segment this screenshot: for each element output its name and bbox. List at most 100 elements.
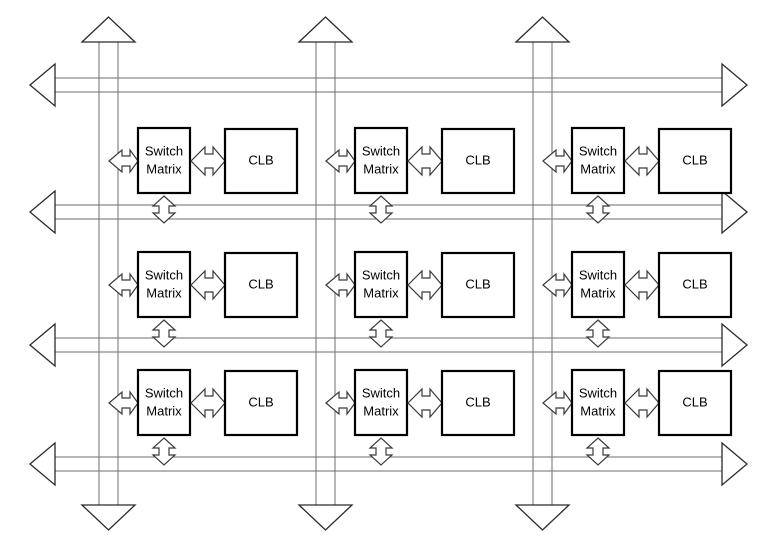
clb-label-r0c1: CLB bbox=[465, 152, 490, 167]
switch-matrix-label-line2-r0c0: Matrix bbox=[146, 161, 182, 176]
horizontal-bus-1 bbox=[28, 189, 749, 235]
tile-r1c1: Switch Matrix CLB bbox=[325, 250, 516, 348]
clb-label-r0c0: CLB bbox=[248, 152, 273, 167]
switch-matrix-label-line1-r2c2: Switch bbox=[579, 385, 617, 400]
tile-r2c2: Switch Matrix CLB bbox=[542, 368, 733, 466]
vertical-bus-2 bbox=[514, 16, 571, 531]
vertical-bus-0 bbox=[80, 16, 137, 531]
tile-r0c2: Switch Matrix CLB bbox=[542, 126, 733, 224]
tile-r0c1: Switch Matrix CLB bbox=[325, 126, 516, 224]
connector-vbus-to-switch-r1c0 bbox=[108, 272, 139, 298]
connector-switch-to-hbus-r1c2 bbox=[585, 319, 611, 348]
hbus-0-right-arrowhead bbox=[721, 62, 749, 108]
clb-box-r1c2[interactable] bbox=[657, 251, 733, 319]
connector-switch-to-hbus-r0c0 bbox=[151, 195, 177, 224]
clb-box-r1c0[interactable] bbox=[223, 251, 299, 319]
connector-vbus-to-switch-r0c2 bbox=[542, 148, 573, 174]
connector-switch-to-hbus-r2c1 bbox=[368, 437, 394, 466]
connector-vbus-to-switch-r2c0 bbox=[108, 390, 139, 416]
switch-matrix-box-r2c1[interactable] bbox=[353, 368, 409, 437]
switch-matrix-box-r0c1[interactable] bbox=[353, 126, 409, 195]
clb-box-r2c2[interactable] bbox=[657, 369, 733, 437]
tile-r2c1: Switch Matrix CLB bbox=[325, 368, 516, 466]
connector-switch-to-clb-r2c1 bbox=[407, 387, 443, 419]
switch-matrix-box-r2c2[interactable] bbox=[570, 368, 626, 437]
clb-label-r2c0: CLB bbox=[248, 394, 273, 409]
switch-matrix-label-line2-r1c2: Matrix bbox=[580, 285, 616, 300]
hbus-0-left-arrowhead bbox=[28, 62, 56, 108]
connector-vbus-to-switch-r2c1 bbox=[325, 390, 356, 416]
switch-matrix-box-r0c2[interactable] bbox=[570, 126, 626, 195]
connector-vbus-to-switch-r0c1 bbox=[325, 148, 356, 174]
switch-matrix-label-line2-r1c1: Matrix bbox=[363, 285, 399, 300]
switch-matrix-label-line1-r1c1: Switch bbox=[362, 267, 400, 282]
hbus-2-right-arrowhead bbox=[721, 322, 749, 368]
vbus-0-bottom-arrowhead bbox=[80, 504, 137, 531]
clb-box-r0c2[interactable] bbox=[657, 127, 733, 195]
hbus-3-right-arrowhead bbox=[721, 441, 749, 487]
horizontal-bus-3 bbox=[28, 441, 749, 487]
connector-switch-to-clb-r1c0 bbox=[190, 269, 226, 301]
vbus-0-top-arrowhead bbox=[80, 16, 137, 43]
connector-switch-to-clb-r1c2 bbox=[624, 269, 660, 301]
connector-switch-to-clb-r0c0 bbox=[190, 145, 226, 177]
clb-box-r1c1[interactable] bbox=[440, 251, 516, 319]
tile-r1c0: Switch Matrix CLB bbox=[108, 250, 299, 348]
clb-box-r2c1[interactable] bbox=[440, 369, 516, 437]
switch-matrix-label-line1-r0c0: Switch bbox=[145, 143, 183, 158]
tile-grid: Switch Matrix CLB Switch Matrix CLB bbox=[108, 126, 733, 466]
tile-r2c0: Switch Matrix CLB bbox=[108, 368, 299, 466]
switch-matrix-label-line1-r2c1: Switch bbox=[362, 385, 400, 400]
connector-switch-to-clb-r1c1 bbox=[407, 269, 443, 301]
tile-r1c2: Switch Matrix CLB bbox=[542, 250, 733, 348]
switch-matrix-label-line2-r0c1: Matrix bbox=[363, 161, 399, 176]
switch-matrix-label-line1-r1c2: Switch bbox=[579, 267, 617, 282]
connector-switch-to-hbus-r0c1 bbox=[368, 195, 394, 224]
connector-switch-to-hbus-r2c2 bbox=[585, 437, 611, 466]
hbus-1-left-arrowhead bbox=[28, 189, 56, 235]
vbus-1-top-arrowhead bbox=[297, 16, 354, 43]
horizontal-bus-0 bbox=[28, 62, 749, 108]
vbus-1-bottom-arrowhead bbox=[297, 504, 354, 531]
switch-matrix-label-line1-r0c1: Switch bbox=[362, 143, 400, 158]
clb-label-r1c2: CLB bbox=[682, 276, 707, 291]
connector-switch-to-hbus-r0c2 bbox=[585, 195, 611, 224]
clb-label-r0c2: CLB bbox=[682, 152, 707, 167]
switch-matrix-label-line1-r0c2: Switch bbox=[579, 143, 617, 158]
hbus-3-left-arrowhead bbox=[28, 441, 56, 487]
switch-matrix-box-r1c0[interactable] bbox=[136, 250, 192, 319]
clb-label-r1c1: CLB bbox=[465, 276, 490, 291]
switch-matrix-label-line2-r2c1: Matrix bbox=[363, 403, 399, 418]
connector-switch-to-hbus-r1c1 bbox=[368, 319, 394, 348]
vbus-2-bottom-arrowhead bbox=[514, 504, 571, 531]
vertical-bus-group bbox=[80, 16, 571, 531]
hbus-1-right-arrowhead bbox=[721, 189, 749, 235]
switch-matrix-label-line2-r2c2: Matrix bbox=[580, 403, 616, 418]
switch-matrix-label-line2-r1c0: Matrix bbox=[146, 285, 182, 300]
connector-vbus-to-switch-r1c1 bbox=[325, 272, 356, 298]
connector-switch-to-clb-r2c2 bbox=[624, 387, 660, 419]
connector-vbus-to-switch-r0c0 bbox=[108, 148, 139, 174]
connector-switch-to-clb-r2c0 bbox=[190, 387, 226, 419]
switch-matrix-box-r2c0[interactable] bbox=[136, 368, 192, 437]
clb-label-r2c2: CLB bbox=[682, 394, 707, 409]
connector-switch-to-clb-r0c2 bbox=[624, 145, 660, 177]
switch-matrix-box-r1c2[interactable] bbox=[570, 250, 626, 319]
connector-vbus-to-switch-r1c2 bbox=[542, 272, 573, 298]
switch-matrix-label-line1-r1c0: Switch bbox=[145, 267, 183, 282]
tile-r0c0: Switch Matrix CLB bbox=[108, 126, 299, 224]
connector-switch-to-hbus-r1c0 bbox=[151, 319, 177, 348]
connector-switch-to-hbus-r2c0 bbox=[151, 437, 177, 466]
clb-box-r0c0[interactable] bbox=[223, 127, 299, 195]
clb-label-r2c1: CLB bbox=[465, 394, 490, 409]
vertical-bus-1 bbox=[297, 16, 354, 531]
switch-matrix-label-line2-r0c2: Matrix bbox=[580, 161, 616, 176]
clb-box-r0c1[interactable] bbox=[440, 127, 516, 195]
clb-box-r2c0[interactable] bbox=[223, 369, 299, 437]
switch-matrix-label-line2-r2c0: Matrix bbox=[146, 403, 182, 418]
switch-matrix-box-r0c0[interactable] bbox=[136, 126, 192, 195]
vbus-2-top-arrowhead bbox=[514, 16, 571, 43]
switch-matrix-box-r1c1[interactable] bbox=[353, 250, 409, 319]
